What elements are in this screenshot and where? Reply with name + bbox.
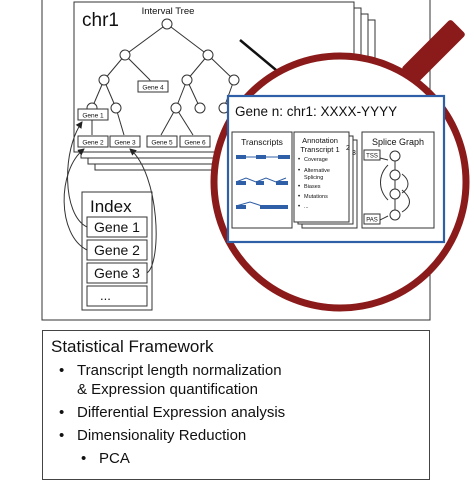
index-item-2: Gene 2 — [86, 239, 148, 261]
gene-box-6: Gene 6 — [179, 135, 211, 148]
tree-node — [181, 74, 193, 86]
index-item-3: Gene 3 — [86, 262, 148, 284]
splice-graph-nodes — [389, 150, 401, 221]
gene-box-4: Gene 4 — [137, 80, 169, 93]
index-title: Index — [90, 197, 132, 216]
splice-node — [389, 150, 401, 162]
framework-item-continuation: & Expression quantification — [77, 381, 258, 398]
index-to-gene-arrows — [63, 121, 157, 274]
tree-node — [110, 102, 122, 114]
gene-box-5: Gene 5 — [146, 135, 178, 148]
annotation-bullet-mark: • — [298, 168, 300, 174]
chromosome-label: chr1 — [82, 10, 119, 31]
gene-label: Gene 3 — [114, 140, 136, 147]
framework-list: Transcript length normalization & Expres… — [51, 361, 429, 468]
annotation-title: Annotation — [302, 136, 338, 145]
gene-label: Gene 2 — [82, 140, 104, 147]
gene-label: Gene 6 — [184, 140, 206, 147]
tree-node — [161, 18, 173, 30]
transcript-model — [235, 201, 288, 209]
gene-box-3: Gene 3 — [109, 135, 141, 148]
annotation-bullet-mark: • — [298, 157, 300, 163]
annotation-bullet-mark: • — [298, 184, 300, 190]
splice-graph-edges — [379, 157, 410, 221]
annotation-bullet: Splicing — [304, 175, 323, 181]
index-item-label: Gene 2 — [94, 242, 140, 258]
tree-node — [119, 49, 131, 61]
annotation-bullet: Alternative — [304, 168, 330, 174]
tree-node — [202, 49, 214, 61]
framework-item: Differential Expression analysis — [51, 403, 429, 422]
tree-node — [228, 74, 240, 86]
annotation-bullet-mark: • — [298, 194, 300, 200]
tree-node — [170, 102, 182, 114]
framework-title: Statistical Framework — [51, 337, 214, 356]
splice-graph-title: Splice Graph — [372, 137, 424, 147]
gene-box-1: Gene 1 — [77, 108, 109, 121]
splice-node — [389, 188, 401, 200]
tree-node — [98, 74, 110, 86]
gene-label: Gene 4 — [142, 85, 164, 92]
magnifier-handle — [402, 20, 465, 83]
gene-label: Gene 1 — [82, 113, 104, 120]
pas-label: PAS — [366, 218, 378, 224]
annotation-bullet: Biases — [304, 184, 321, 190]
annotation-bullet: Coverage — [304, 157, 328, 163]
index-item-label: ... — [100, 288, 111, 303]
framework-item: Dimensionality Reduction — [51, 426, 429, 445]
tss-label: TSS — [366, 154, 378, 160]
tree-node — [194, 102, 206, 114]
annotation-bullet: Mutations — [304, 194, 328, 200]
gene-box-2: Gene 2 — [77, 135, 109, 148]
index-item-label: Gene 1 — [94, 219, 140, 235]
transcripts-label: Transcripts — [241, 137, 283, 147]
splice-node — [389, 209, 401, 221]
annotation-subtitle: Transcript 1 — [300, 145, 339, 154]
statistical-framework-panel: Statistical Framework Transcript length … — [42, 330, 430, 480]
index-item-1: Gene 1 — [86, 216, 148, 238]
framework-item: Transcript length normalization — [51, 361, 429, 380]
transcript-model — [236, 155, 290, 159]
framework-subitem: PCA — [51, 449, 429, 468]
index-item-more: ... — [86, 285, 148, 307]
annotation-bullet: ... — [304, 204, 309, 210]
annotation-bullets: • Coverage • Alternative Splicing • Bias… — [298, 157, 330, 210]
pas-label-box: PAS — [363, 213, 381, 225]
annotation-stack-number: 2 — [346, 145, 350, 152]
gene-detail-title: Gene n: chr1: XXXX-YYYY — [235, 104, 397, 119]
splice-node — [389, 169, 401, 181]
transcript-model — [235, 177, 288, 185]
tss-label-box: TSS — [363, 149, 381, 161]
transcript-models — [235, 155, 290, 209]
index-item-label: Gene 3 — [94, 265, 140, 281]
interval-tree-title: Interval Tree — [142, 6, 195, 17]
gene-label: Gene 5 — [151, 140, 173, 147]
annotation-stack-number: 3 — [352, 150, 356, 157]
annotation-card — [293, 131, 350, 223]
annotation-bullet-mark: • — [298, 204, 300, 210]
